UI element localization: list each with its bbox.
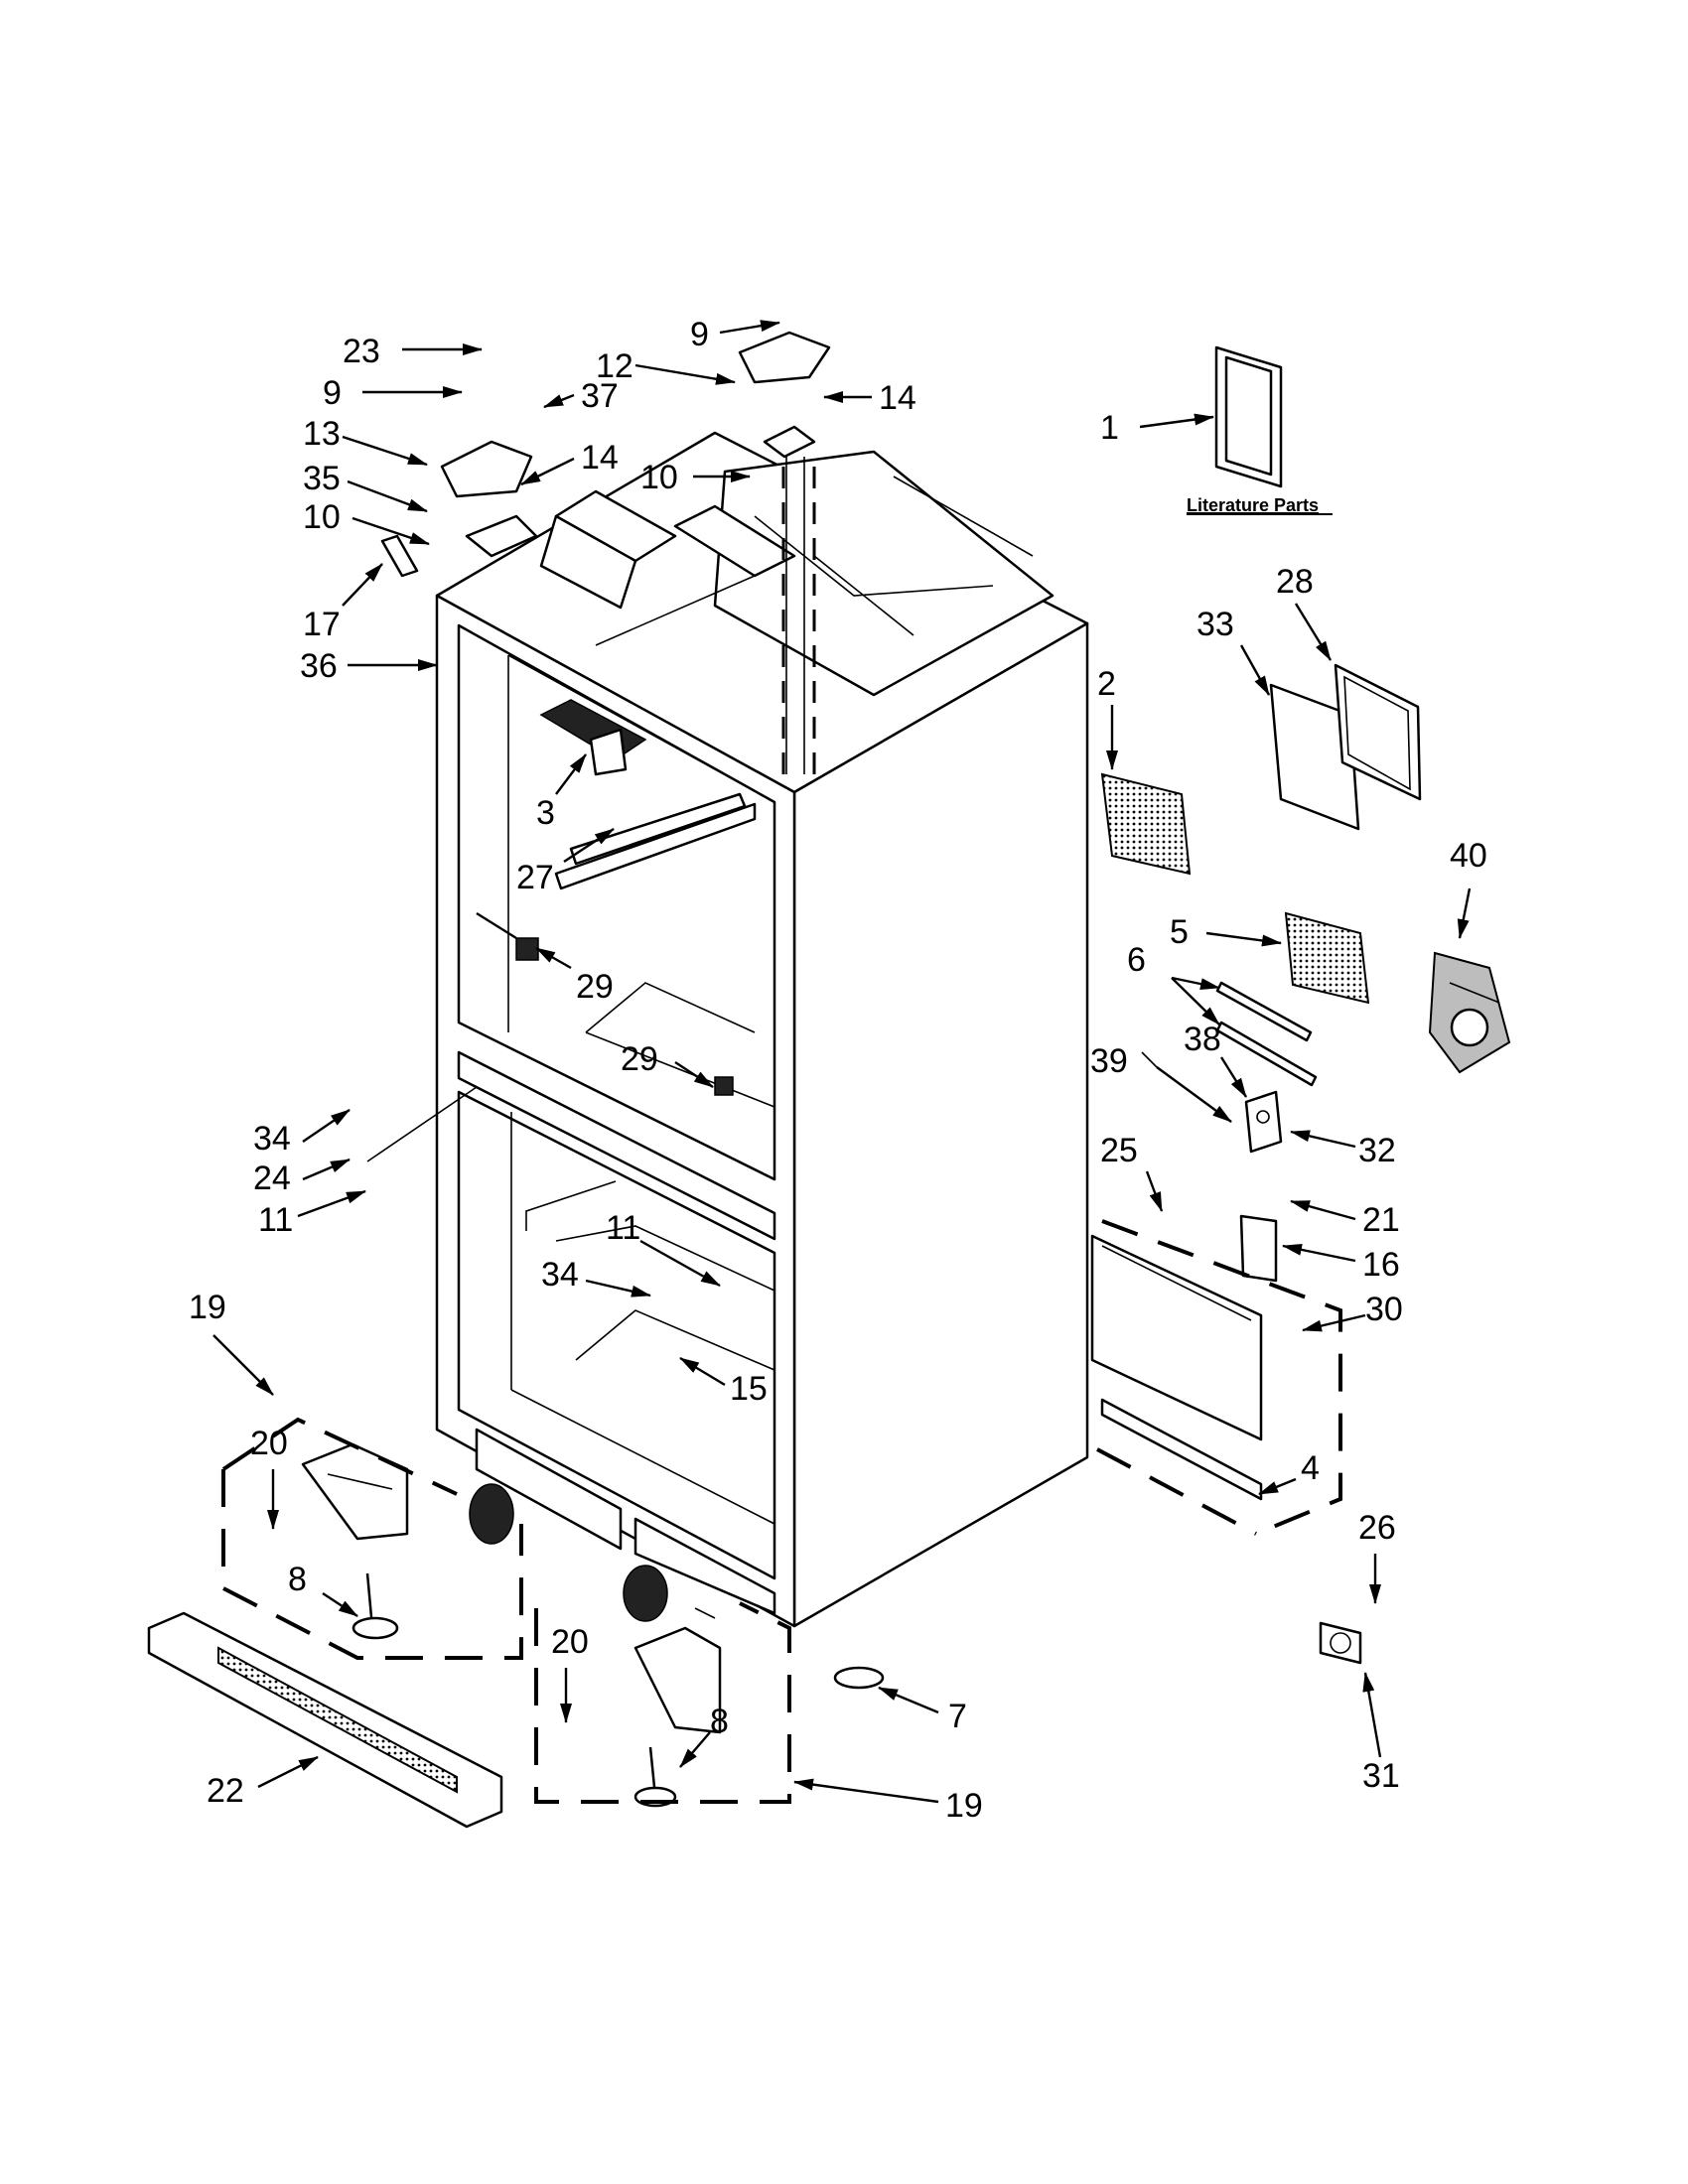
- callout-11-left: 11: [258, 1201, 293, 1239]
- callout-37: 37: [581, 377, 619, 415]
- callout-9-top: 9: [690, 316, 709, 353]
- callout-14-left: 14: [581, 439, 619, 477]
- callout-40: 40: [1450, 837, 1487, 875]
- callout-11-mid: 11: [606, 1209, 640, 1247]
- cabinet: [435, 431, 1089, 1628]
- callout-32: 32: [1358, 1132, 1396, 1169]
- ice-module: [539, 699, 647, 776]
- callout-15: 15: [730, 1370, 768, 1408]
- clips: [515, 937, 734, 1096]
- literature-caption: Literature Parts: [1187, 495, 1319, 515]
- callout-13: 13: [303, 415, 341, 453]
- callout-36: 36: [300, 647, 338, 685]
- callout-29-lower: 29: [621, 1040, 658, 1078]
- callout-8-right: 8: [710, 1703, 729, 1740]
- callout-16: 16: [1362, 1246, 1400, 1284]
- callout-33: 33: [1196, 606, 1234, 643]
- toe-grille: [147, 1611, 503, 1829]
- callout-35: 35: [303, 460, 341, 497]
- rear-panel: [1090, 1219, 1342, 1536]
- callout-4: 4: [1301, 1449, 1320, 1487]
- callout-24: 24: [253, 1160, 291, 1197]
- literature-parts-book: Literature Parts: [1187, 345, 1333, 515]
- callout-26: 26: [1358, 1509, 1396, 1547]
- clamp: [1319, 1621, 1362, 1665]
- leader-lines: [212, 320, 1472, 1804]
- callout-20-left: 20: [250, 1425, 288, 1462]
- cover-small: [1239, 1214, 1278, 1283]
- callout-38: 38: [1184, 1021, 1221, 1058]
- callout-17: 17: [303, 606, 341, 643]
- callout-10-top: 10: [640, 459, 678, 496]
- callout-1: 1: [1100, 409, 1119, 447]
- lower-hinge-left: [221, 1417, 523, 1660]
- callout-14-top: 14: [879, 379, 916, 417]
- ring: [833, 1666, 885, 1690]
- callout-31: 31: [1362, 1757, 1400, 1795]
- callout-29-upper: 29: [576, 968, 614, 1006]
- main-board: [1284, 911, 1370, 1005]
- callout-19-right: 19: [945, 1787, 983, 1825]
- callout-27: 27: [516, 859, 554, 896]
- callout-8-left: 8: [288, 1561, 307, 1598]
- cover-panel: [1269, 663, 1422, 831]
- strips: [1215, 981, 1318, 1087]
- callout-30: 30: [1365, 1291, 1403, 1328]
- callout-labels: 23 9 9 12 37 14 13 14 35 10 10 17 36 1 2…: [189, 316, 1487, 1825]
- callout-19-left: 19: [189, 1289, 226, 1326]
- callout-21: 21: [1362, 1201, 1400, 1239]
- callout-2: 2: [1097, 665, 1116, 703]
- callout-25: 25: [1100, 1132, 1138, 1169]
- callout-3: 3: [536, 794, 555, 832]
- callout-34-left: 34: [253, 1120, 291, 1158]
- lower-hinge-right: [534, 1565, 791, 1808]
- callout-28: 28: [1276, 563, 1314, 601]
- callout-34-mid: 34: [541, 1256, 579, 1294]
- bracket: [1244, 1090, 1283, 1154]
- callout-6: 6: [1127, 941, 1146, 979]
- callout-10-left: 10: [303, 498, 341, 536]
- water-valve: [1428, 951, 1511, 1074]
- callout-22: 22: [207, 1772, 244, 1810]
- callout-7: 7: [948, 1698, 967, 1735]
- callout-20-right: 20: [551, 1623, 589, 1661]
- callout-12: 12: [596, 347, 633, 385]
- control-board: [1100, 772, 1192, 876]
- callout-9-left: 9: [323, 374, 342, 412]
- callout-23: 23: [343, 333, 380, 370]
- callout-39: 39: [1090, 1042, 1128, 1080]
- callout-5: 5: [1170, 913, 1189, 951]
